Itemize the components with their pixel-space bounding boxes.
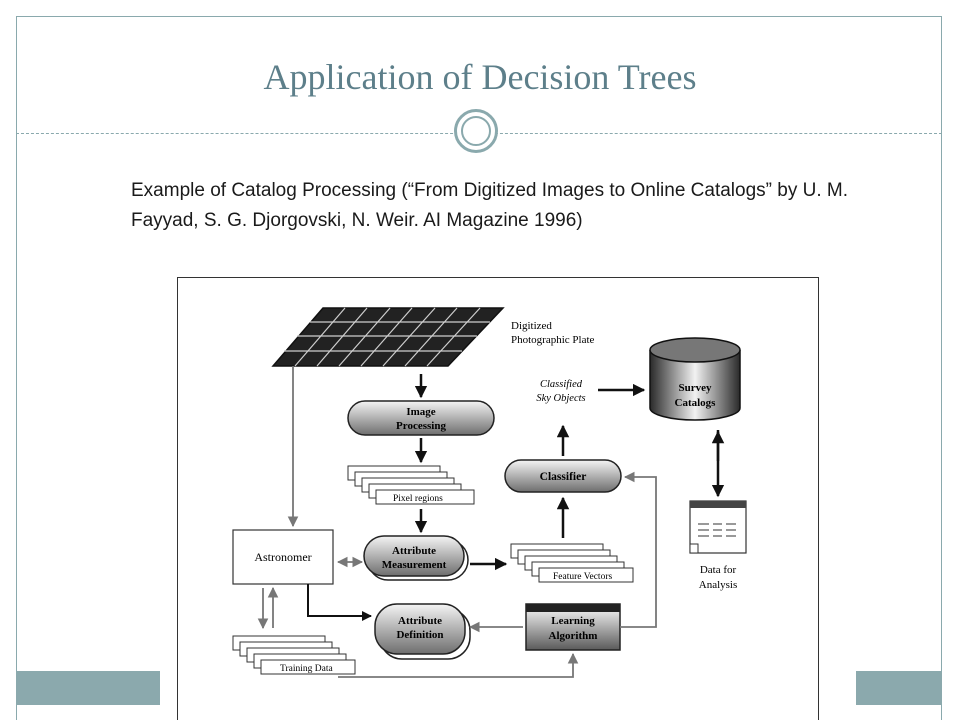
image-processing-node	[347, 400, 495, 436]
classified-label-1: Classified	[540, 379, 583, 390]
astronomer-label: Astronomer	[254, 550, 311, 564]
slide-body-text: Example of Catalog Processing (“From Dig…	[131, 180, 848, 231]
attribute-definition-label-2: Definition	[396, 629, 443, 641]
training-data-label: Training Data	[280, 664, 333, 674]
data-analysis-label-2: Analysis	[699, 579, 738, 591]
feature-vectors-label: Feature Vectors	[553, 572, 612, 582]
main-flow-arrows	[414, 374, 725, 571]
footer-bar-left	[16, 671, 160, 705]
learning-algorithm-label-1: Learning	[551, 615, 595, 627]
survey-catalogs-cylinder	[649, 337, 741, 421]
pixel-regions-label: Pixel regions	[393, 494, 443, 504]
attribute-measurement-node	[363, 535, 465, 577]
survey-label-1: Survey	[679, 382, 713, 394]
catalog-processing-diagram: Digitized Photographic Plate Survey Cata…	[232, 307, 747, 678]
ring-ornament	[454, 109, 498, 153]
plate-label-2: Photographic Plate	[511, 334, 595, 346]
slide-frame	[16, 16, 942, 720]
attribute-measurement-label-1: Attribute	[392, 545, 436, 557]
training-data-stack	[232, 635, 356, 675]
classifier-node	[504, 459, 622, 493]
slide-title: Application of Decision Trees	[263, 57, 697, 97]
feedback-arrows	[257, 366, 657, 678]
catalog-processing-figure: Digitized Photographic Plate Survey Cata…	[177, 277, 819, 720]
astronomer-node	[232, 529, 334, 585]
data-analysis-label-1: Data for	[700, 564, 737, 576]
classified-label-2: Sky Objects	[536, 393, 585, 404]
survey-label-2: Catalogs	[675, 397, 717, 409]
learning-algorithm-label-2: Algorithm	[549, 630, 598, 642]
attribute-measurement-label-2: Measurement	[382, 559, 447, 571]
footer-bar-right	[856, 671, 942, 705]
photographic-plate	[271, 307, 505, 367]
image-processing-label-1: Image	[406, 406, 435, 418]
data-analysis-document	[689, 500, 747, 554]
classifier-label: Classifier	[540, 471, 587, 483]
pixel-regions-stack	[347, 465, 475, 505]
feature-vectors-stack	[510, 543, 634, 583]
attribute-definition-node	[374, 603, 466, 655]
image-processing-label-2: Processing	[396, 420, 446, 432]
plate-label-1: Digitized	[511, 320, 552, 332]
attribute-definition-label-1: Attribute	[398, 615, 442, 627]
